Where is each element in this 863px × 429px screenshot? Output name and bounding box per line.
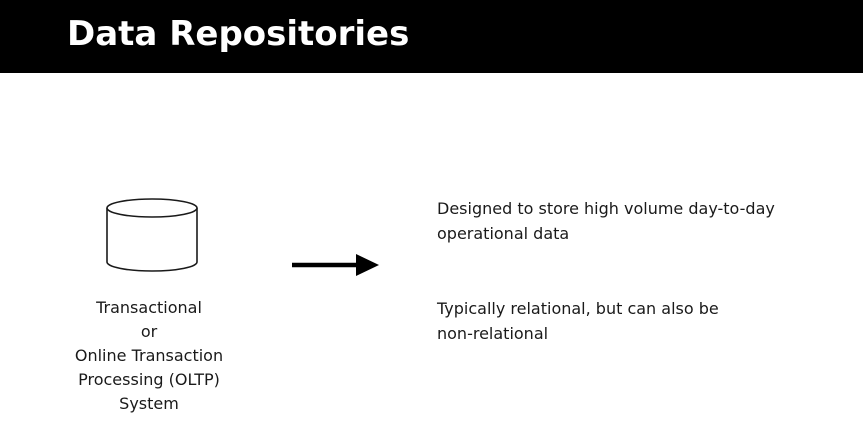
- right-arrow-icon: [292, 254, 379, 276]
- description-line: Designed to store high volume day-to-day: [437, 199, 775, 218]
- system-label-line: Online Transaction: [74, 346, 224, 365]
- description-line: operational data: [437, 224, 570, 243]
- title-bar: Data Repositories: [0, 0, 863, 73]
- slide-title: Data Repositories: [67, 14, 410, 54]
- description-relational: Typically relational, but can also be no…: [437, 296, 719, 346]
- system-label-line: Transactional: [96, 298, 202, 317]
- database-cylinder-icon: [106, 198, 198, 272]
- system-label-line: Processing (OLTP): [78, 370, 220, 389]
- description-line: non-relational: [437, 324, 549, 343]
- system-label-line: or: [140, 322, 158, 341]
- description-operational-data: Designed to store high volume day-to-day…: [437, 196, 775, 246]
- description-line: Typically relational, but can also be: [437, 299, 719, 318]
- system-label-line: System: [119, 394, 179, 413]
- oltp-system-label: Transactional or Online Transaction Proc…: [30, 296, 268, 416]
